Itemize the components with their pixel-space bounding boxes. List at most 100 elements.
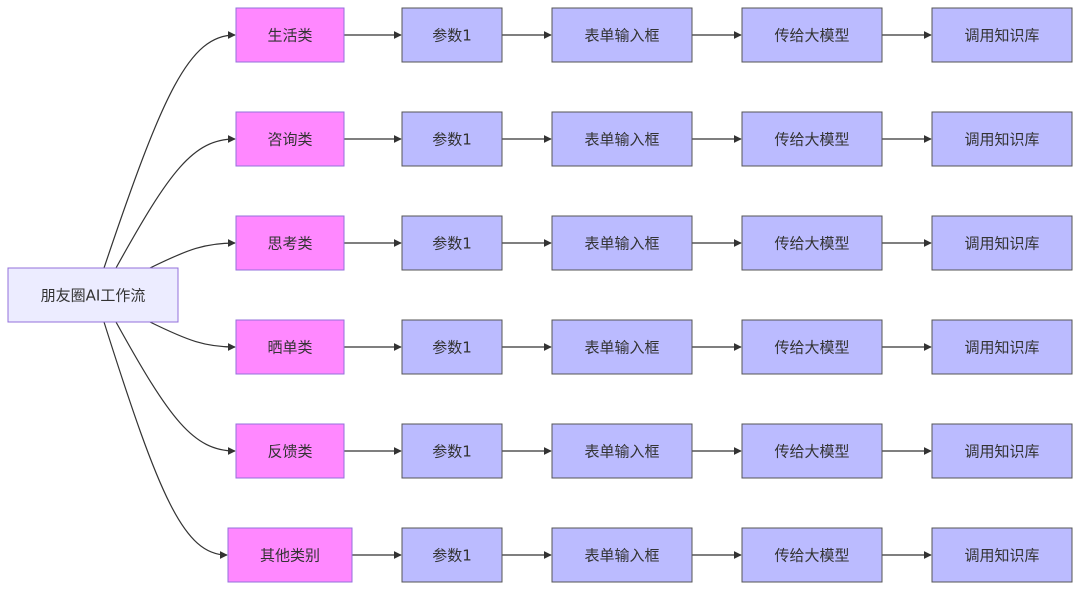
row-3-step-3: 传给大模型 — [741, 215, 883, 271]
category-node-5-box — [235, 423, 345, 479]
row-2-step-4-label: 调用知识库 — [964, 131, 1039, 149]
row-1-step-2-label: 表单输入框 — [584, 27, 659, 45]
root-node: 朋友圈AI工作流 — [7, 267, 179, 323]
row-4-step-1-label: 参数1 — [432, 339, 472, 357]
row-5-step-4-label: 调用知识库 — [964, 443, 1039, 461]
row-3-step-1-box — [401, 215, 503, 271]
row-1-step-4-box — [931, 7, 1073, 63]
category-node-5-label: 反馈类 — [267, 443, 312, 461]
row-4-step-4-box — [931, 319, 1073, 375]
row-3-step-2: 表单输入框 — [551, 215, 693, 271]
row-4-step-2-label: 表单输入框 — [584, 339, 659, 357]
edge-root-to-category-6 — [103, 321, 228, 559]
row-1-step-4-label: 调用知识库 — [964, 27, 1039, 45]
category-node-6-box — [227, 527, 353, 583]
row-2-step-4-box — [931, 111, 1073, 167]
category-node-3: 思考类 — [235, 215, 345, 271]
category-node-4-label: 晒单类 — [267, 339, 312, 357]
row-2-step-1-box — [401, 111, 503, 167]
row-6-step-1-box — [401, 527, 503, 583]
row-1-step-1: 参数1 — [401, 7, 503, 63]
row-5-step-2: 表单输入框 — [551, 423, 693, 479]
row-2-step-2-box — [551, 111, 693, 167]
row-6-step-1-label: 参数1 — [432, 547, 472, 565]
row-2-step-3-label: 传给大模型 — [774, 131, 849, 149]
row-6-step-4-label: 调用知识库 — [964, 547, 1039, 565]
row-4-step-3-label: 传给大模型 — [774, 339, 849, 357]
edge-root-to-category-4 — [149, 321, 236, 351]
row-2-step-1-label: 参数1 — [432, 131, 472, 149]
row-5-step-2-label: 表单输入框 — [584, 443, 659, 461]
row-6-step-3-box — [741, 527, 883, 583]
row-4-step-4: 调用知识库 — [931, 319, 1073, 375]
row-5-step-2-box — [551, 423, 693, 479]
category-node-1-label: 生活类 — [267, 27, 312, 45]
row-1-step-3-box — [741, 7, 883, 63]
row-6-step-2-box — [551, 527, 693, 583]
edge-root-to-category-2 — [115, 135, 236, 269]
row-1-step-3-label: 传给大模型 — [774, 27, 849, 45]
row-6-step-2: 表单输入框 — [551, 527, 693, 583]
category-node-6: 其他类别 — [227, 527, 353, 583]
row-5-step-1: 参数1 — [401, 423, 503, 479]
row-6-step-3: 传给大模型 — [741, 527, 883, 583]
row-5-step-1-box — [401, 423, 503, 479]
row-2-step-3: 传给大模型 — [741, 111, 883, 167]
row-6-step-1: 参数1 — [401, 527, 503, 583]
row-2-step-1: 参数1 — [401, 111, 503, 167]
edge-root-to-category-3 — [149, 239, 236, 269]
row-3-step-3-label: 传给大模型 — [774, 235, 849, 253]
category-node-3-box — [235, 215, 345, 271]
row-1-step-1-label: 参数1 — [432, 27, 472, 45]
row-2-step-3-box — [741, 111, 883, 167]
row-2-step-4: 调用知识库 — [931, 111, 1073, 167]
edge-root-to-category-5 — [115, 321, 236, 455]
row-3-step-1: 参数1 — [401, 215, 503, 271]
category-node-6-label: 其他类别 — [260, 547, 320, 565]
row-6-step-3-label: 传给大模型 — [774, 547, 849, 565]
row-4-step-2: 表单输入框 — [551, 319, 693, 375]
row-4-step-1-box — [401, 319, 503, 375]
row-5-step-3-label: 传给大模型 — [774, 443, 849, 461]
root-node-label: 朋友圈AI工作流 — [41, 287, 146, 305]
row-3-step-4-label: 调用知识库 — [964, 235, 1039, 253]
row-6-step-4: 调用知识库 — [931, 527, 1073, 583]
row-2-step-2: 表单输入框 — [551, 111, 693, 167]
category-node-3-label: 思考类 — [267, 235, 312, 253]
edges-layer — [103, 31, 932, 559]
row-3-step-4-box — [931, 215, 1073, 271]
row-3-step-1-label: 参数1 — [432, 235, 472, 253]
row-1-step-1-box — [401, 7, 503, 63]
row-5-step-3-box — [741, 423, 883, 479]
root-node-box — [7, 267, 179, 323]
row-3-step-3-box — [741, 215, 883, 271]
row-1-step-2-box — [551, 7, 693, 63]
row-3-step-2-label: 表单输入框 — [584, 235, 659, 253]
row-1-step-4: 调用知识库 — [931, 7, 1073, 63]
row-6-step-4-box — [931, 527, 1073, 583]
category-node-5: 反馈类 — [235, 423, 345, 479]
category-node-2-box — [235, 111, 345, 167]
category-node-1-box — [235, 7, 345, 63]
row-4-step-3: 传给大模型 — [741, 319, 883, 375]
row-5-step-3: 传给大模型 — [741, 423, 883, 479]
category-node-2: 咨询类 — [235, 111, 345, 167]
category-node-1: 生活类 — [235, 7, 345, 63]
category-node-4-box — [235, 319, 345, 375]
category-node-4: 晒单类 — [235, 319, 345, 375]
row-1-step-2: 表单输入框 — [551, 7, 693, 63]
row-3-step-2-box — [551, 215, 693, 271]
row-1-step-3: 传给大模型 — [741, 7, 883, 63]
row-6-step-2-label: 表单输入框 — [584, 547, 659, 565]
row-5-step-1-label: 参数1 — [432, 443, 472, 461]
row-4-step-1: 参数1 — [401, 319, 503, 375]
row-4-step-4-label: 调用知识库 — [964, 339, 1039, 357]
row-3-step-4: 调用知识库 — [931, 215, 1073, 271]
row-5-step-4-box — [931, 423, 1073, 479]
category-node-2-label: 咨询类 — [267, 131, 312, 149]
row-5-step-4: 调用知识库 — [931, 423, 1073, 479]
edge-root-to-category-1 — [103, 31, 236, 269]
row-4-step-3-box — [741, 319, 883, 375]
